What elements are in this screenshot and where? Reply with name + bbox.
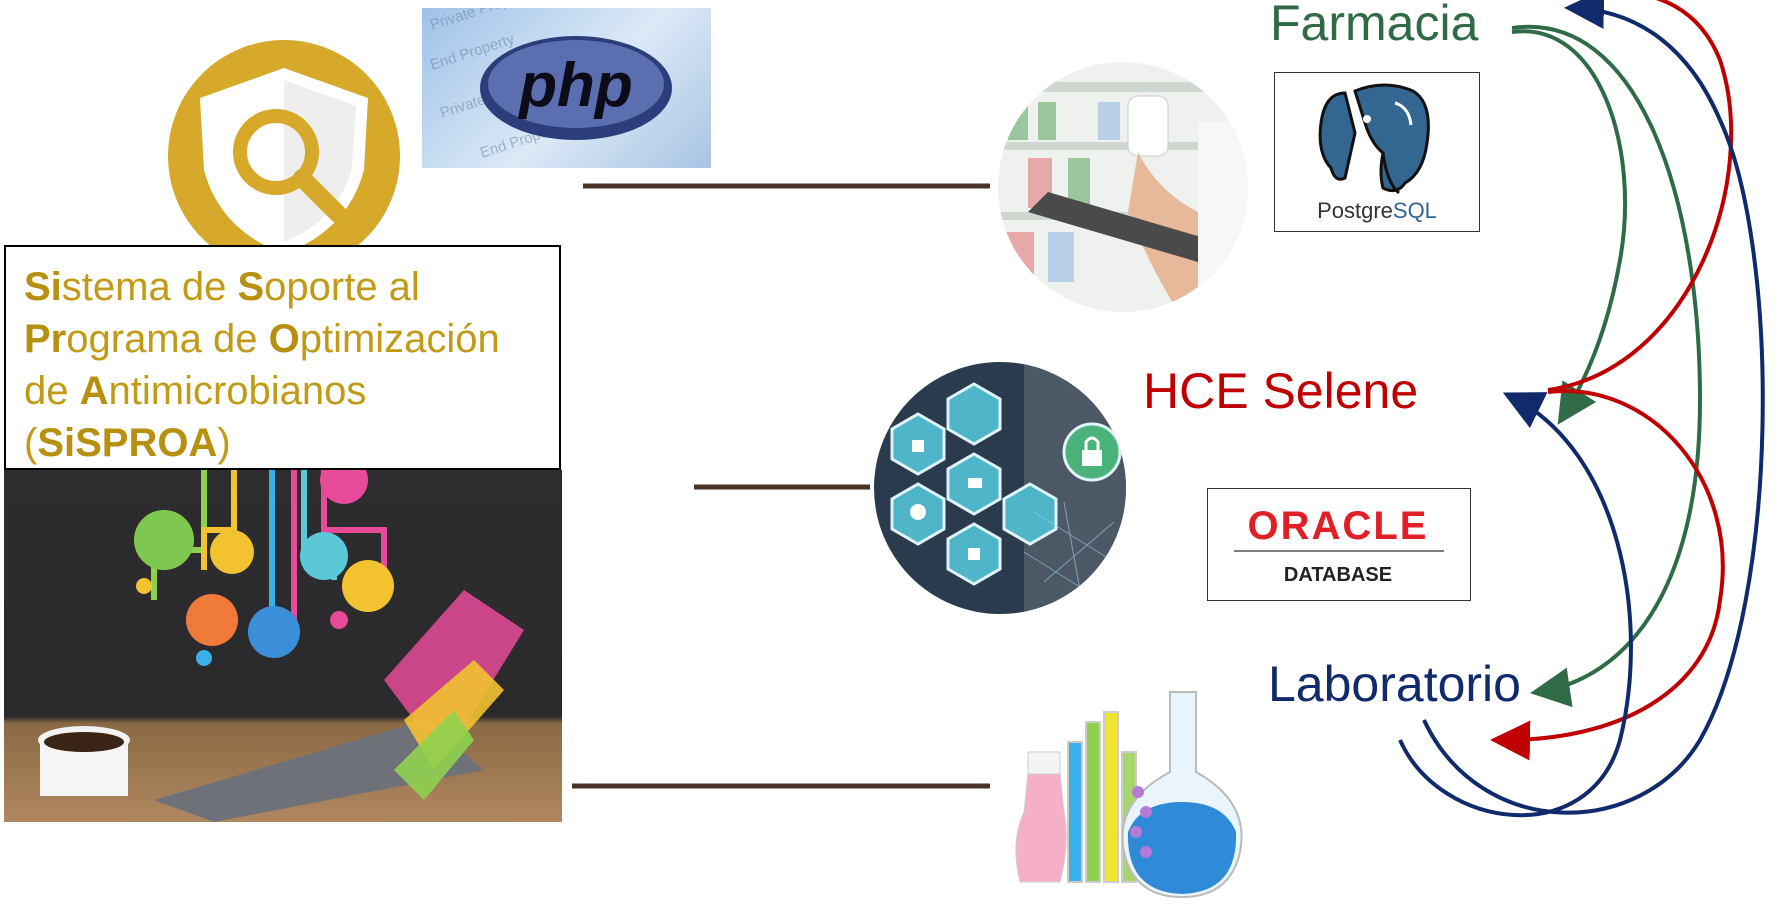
title-text: de xyxy=(24,369,80,413)
postgres-suffix: SQL xyxy=(1393,198,1437,223)
oracle-name: ORACLE xyxy=(1248,504,1429,548)
label-farmacia: Farmacia xyxy=(1270,0,1479,51)
label-laboratorio: Laboratorio xyxy=(1268,656,1521,712)
title-text: ptimización xyxy=(299,317,500,361)
postgresql-logo: PostgreSQL xyxy=(1274,72,1480,232)
title-initial: Pr xyxy=(24,317,67,361)
oracle-sub: DATABASE xyxy=(1284,564,1392,586)
sisproa-title-box: Sistema de Soporte al Programa de Optimiz… xyxy=(4,245,561,470)
title-initial: Si xyxy=(24,265,62,309)
php-logo: Private Property Get End Property Privat… xyxy=(422,8,711,168)
health-tech-photo xyxy=(874,362,1126,614)
arrow-farmacia-to-laboratorio xyxy=(1511,24,1703,708)
arrow-laboratorio-to-hce xyxy=(1398,392,1633,817)
title-text: ) xyxy=(217,421,231,465)
arrow-hce-to-laboratorio xyxy=(1490,389,1725,761)
postgres-prefix: Postgre xyxy=(1317,198,1393,223)
oracle-database-logo: ORACLE DATABASE xyxy=(1207,488,1471,601)
title-text: stema de xyxy=(61,265,238,309)
title-text: ograma de xyxy=(66,317,269,361)
title-initial: A xyxy=(79,369,109,413)
php-logo-text: php xyxy=(517,51,633,120)
laptop-tech-illustration xyxy=(4,470,562,822)
arrow-farmacia-to-hce xyxy=(1511,29,1628,425)
laboratory-flasks-photo xyxy=(1015,691,1243,899)
arrow-laboratorio-to-farmacia xyxy=(1422,0,1765,815)
title-initial: S xyxy=(237,265,265,309)
title-text: oporte al xyxy=(264,265,420,309)
title-initial: SiSPROA xyxy=(37,421,218,465)
title-initial: O xyxy=(268,317,300,361)
title-text: ( xyxy=(24,421,38,465)
arrow-hce-to-farmacia xyxy=(1547,0,1734,392)
title-text: ntimicrobianos xyxy=(108,369,367,413)
pharmacy-photo xyxy=(998,62,1248,312)
label-hce-selene: HCE Selene xyxy=(1143,363,1419,419)
shield-search-icon xyxy=(168,40,400,272)
svg-text:PostgreSQL: PostgreSQL xyxy=(1317,198,1437,223)
